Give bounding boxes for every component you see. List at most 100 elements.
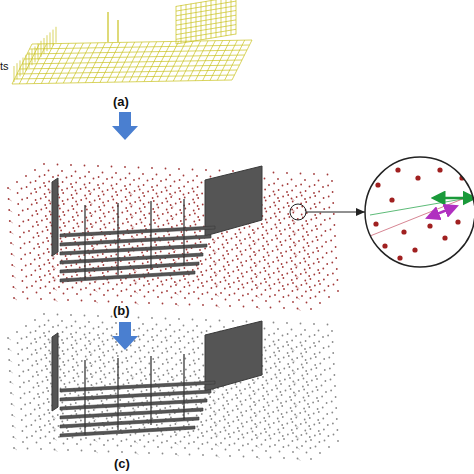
cloud-point bbox=[171, 278, 173, 280]
cloud-point bbox=[37, 224, 39, 226]
cloud-point bbox=[265, 200, 267, 202]
cloud-point bbox=[331, 251, 333, 253]
cloud-point bbox=[321, 246, 323, 248]
point-normal bbox=[293, 221, 296, 223]
cloud-point bbox=[63, 372, 65, 374]
cloud-point bbox=[69, 232, 71, 234]
cloud-point bbox=[54, 430, 56, 432]
cloud-point bbox=[283, 218, 285, 220]
cloud-point bbox=[24, 393, 26, 395]
cloud-point bbox=[180, 291, 182, 293]
cloud-point bbox=[95, 372, 97, 374]
cloud-point bbox=[143, 334, 145, 336]
cloud-point bbox=[310, 219, 312, 221]
cloud-point bbox=[88, 411, 90, 413]
cloud-point bbox=[108, 301, 110, 303]
cloud-point bbox=[31, 435, 33, 437]
cloud-point bbox=[97, 315, 99, 317]
cloud-point bbox=[75, 201, 77, 203]
cloud-point bbox=[254, 254, 256, 256]
cloud-point bbox=[83, 393, 85, 395]
cloud-point bbox=[283, 296, 285, 298]
cloud-point bbox=[153, 440, 155, 442]
cloud-point bbox=[205, 169, 207, 171]
cloud-point bbox=[115, 393, 117, 395]
point-normal bbox=[13, 287, 16, 289]
cloud-point bbox=[197, 287, 199, 289]
cloud-point bbox=[60, 249, 62, 251]
point-normal bbox=[9, 349, 12, 351]
cloud-point bbox=[211, 298, 213, 300]
cloud-point bbox=[62, 432, 64, 434]
cloud-point bbox=[157, 277, 159, 279]
cloud-point bbox=[263, 248, 265, 250]
cloud-point bbox=[262, 226, 264, 228]
cloud-point bbox=[94, 350, 96, 352]
cloud-point bbox=[44, 204, 46, 206]
cloud-point bbox=[62, 211, 64, 213]
cloud-point bbox=[112, 368, 114, 370]
cloud-point bbox=[179, 190, 181, 192]
cloud-point bbox=[35, 341, 37, 343]
cloud-point bbox=[250, 248, 252, 250]
cloud-point bbox=[103, 213, 105, 215]
cloud-point bbox=[90, 204, 92, 206]
cloud-point bbox=[180, 220, 182, 222]
cloud-point bbox=[49, 273, 51, 275]
cloud-point bbox=[121, 451, 123, 453]
cloud-point bbox=[100, 370, 102, 372]
cloud-point bbox=[93, 328, 95, 330]
cloud-point bbox=[35, 210, 37, 212]
cloud-point bbox=[60, 369, 62, 371]
drawing-mark bbox=[176, 25, 236, 35]
drawing-mark bbox=[20, 60, 21, 76]
cloud-point bbox=[66, 177, 68, 179]
point-normal bbox=[253, 241, 256, 243]
cloud-point bbox=[265, 211, 267, 213]
cloud-point bbox=[70, 404, 72, 406]
cloud-point bbox=[22, 441, 24, 443]
point-normal bbox=[9, 210, 12, 212]
cloud-point bbox=[94, 211, 96, 213]
cloud-point bbox=[127, 360, 129, 362]
cloud-point bbox=[310, 308, 312, 310]
cloud-point bbox=[289, 235, 291, 237]
cloud-point bbox=[144, 225, 146, 227]
cloud-point bbox=[80, 199, 82, 201]
cloud-point bbox=[16, 181, 18, 183]
cloud-point bbox=[202, 285, 204, 287]
drawing-mark bbox=[38, 44, 39, 60]
cloud-point bbox=[328, 296, 330, 298]
cloud-point bbox=[38, 385, 40, 387]
cloud-point bbox=[102, 202, 104, 204]
cloud-point bbox=[99, 367, 101, 369]
cloud-point bbox=[35, 431, 37, 433]
cloud-point bbox=[271, 239, 273, 241]
cloud-point bbox=[335, 257, 337, 259]
cloud-point bbox=[306, 231, 308, 233]
cloud-point bbox=[102, 333, 104, 335]
cloud-point bbox=[301, 195, 303, 197]
cloud-point bbox=[32, 226, 34, 228]
cloud-point bbox=[211, 279, 213, 281]
cloud-point bbox=[156, 193, 158, 195]
cloud-point bbox=[120, 190, 122, 192]
cloud-point bbox=[241, 265, 243, 267]
point-normal bbox=[10, 221, 13, 223]
cloud-point bbox=[110, 244, 112, 246]
cloud-point bbox=[47, 259, 49, 261]
cloud-point bbox=[197, 205, 199, 207]
cloud-point bbox=[145, 217, 147, 219]
cloud-point bbox=[161, 202, 163, 204]
cloud-point bbox=[57, 164, 59, 166]
cloud-point bbox=[282, 285, 284, 287]
cloud-point bbox=[68, 221, 70, 223]
cloud-point bbox=[31, 274, 33, 276]
cloud-point bbox=[58, 425, 60, 427]
cloud-point bbox=[181, 223, 183, 225]
cloud-point bbox=[310, 289, 312, 291]
cloud-point bbox=[261, 294, 263, 296]
point-normal bbox=[296, 287, 299, 289]
drawing-mark bbox=[117, 20, 118, 42]
cloud-point bbox=[108, 451, 110, 453]
